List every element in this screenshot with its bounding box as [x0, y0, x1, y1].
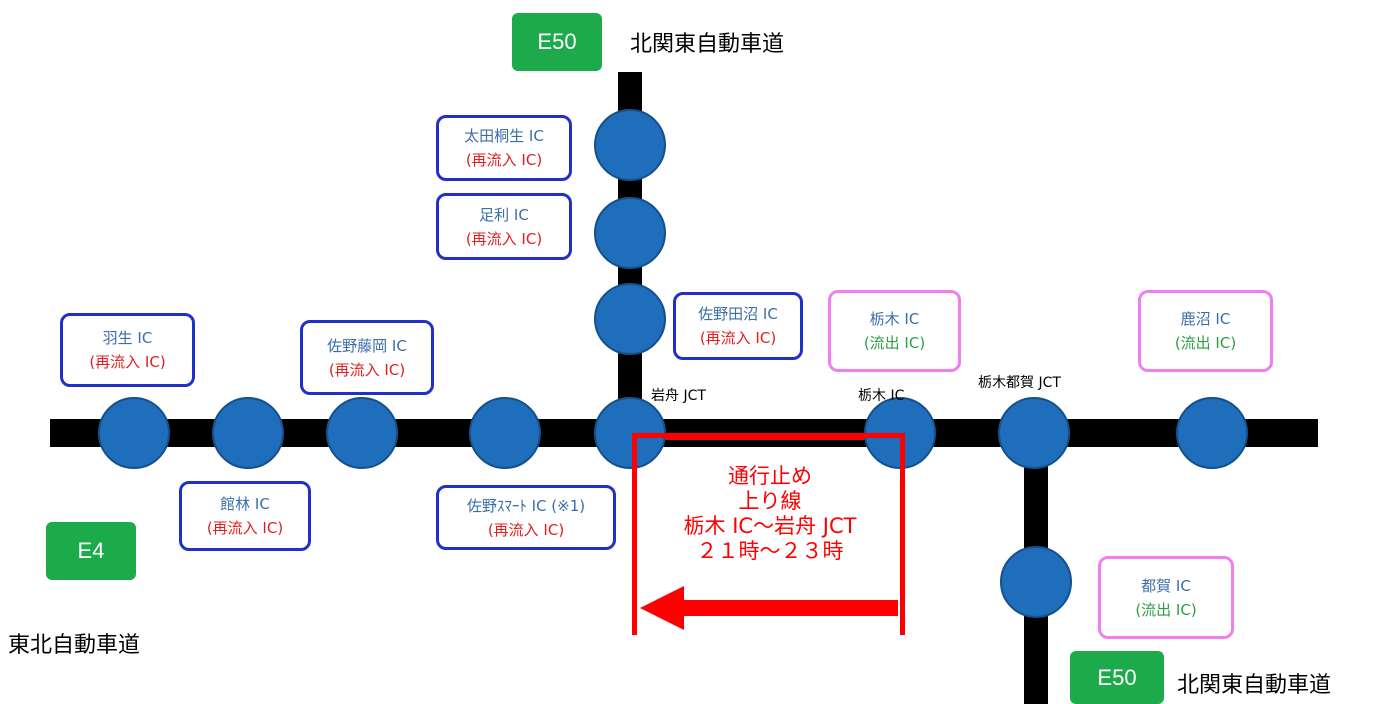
- ic-name: 太田桐生 IC: [464, 127, 544, 145]
- label-iwafune-jct: 岩舟 JCT: [651, 388, 706, 404]
- ic-box-kanuma: 鹿沼 IC (流出 IC): [1138, 290, 1273, 372]
- ic-status: (再流入 IC): [465, 229, 543, 248]
- node-sano-smart: [469, 397, 541, 469]
- ic-name: 佐野藤岡 IC: [327, 336, 407, 355]
- ic-box-tatebayashi: 館林 IC (再流入 IC): [179, 481, 311, 551]
- closure-notice: 通行止め 上り線 栃木 IC～岩舟 JCT ２１時～２３時: [640, 464, 900, 564]
- ic-box-sano-tanuma: 佐野田沼 IC (再流入 IC): [673, 292, 803, 360]
- e50-badge-top: E50: [512, 13, 602, 71]
- ic-status: (再流入 IC): [89, 353, 166, 371]
- node-hanyu: [98, 397, 170, 469]
- ic-name: 佐野ｽﾏｰﾄ IC (※1): [466, 496, 586, 515]
- ic-box-hanyu: 羽生 IC (再流入 IC): [60, 313, 195, 387]
- e50-badge-bottom: E50: [1070, 651, 1164, 704]
- node-tatebayashi: [212, 397, 284, 469]
- ic-status: (再流入 IC): [206, 519, 284, 537]
- closure-direction: 上り線: [738, 489, 802, 513]
- kitakanto-name-top: 北関東自動車道: [630, 32, 785, 57]
- closure-time: ２１時～２３時: [696, 539, 844, 563]
- westbound-arrow-icon: [640, 586, 898, 630]
- closure-title: 通行止め: [728, 464, 812, 488]
- node-sano-tanuma: [594, 283, 666, 355]
- closure-area-outline: [632, 433, 905, 635]
- ic-box-ashikaga: 足利 IC (再流入 IC): [436, 193, 572, 260]
- ic-status: (再流入 IC): [465, 151, 543, 169]
- ic-box-ota-kiryu: 太田桐生 IC (再流入 IC): [436, 115, 572, 181]
- node-sano-fujioka: [326, 397, 398, 469]
- ic-status: (再流入 IC): [328, 360, 406, 379]
- node-ota-kiryu: [594, 109, 666, 181]
- ic-name: 佐野田沼 IC: [698, 305, 778, 323]
- ic-box-sano-smart: 佐野ｽﾏｰﾄ IC (※1) (再流入 IC): [436, 485, 616, 550]
- node-tochigi-tsuga-jct: [998, 397, 1070, 469]
- ic-box-sano-fujioka: 佐野藤岡 IC (再流入 IC): [300, 320, 434, 395]
- ic-box-tsuga: 都賀 IC (流出 IC): [1098, 556, 1234, 639]
- tohoku-name: 東北自動車道: [8, 633, 141, 658]
- ic-name: 都賀 IC: [1141, 576, 1191, 595]
- ic-status: (再流入 IC): [699, 329, 777, 347]
- ic-name: 足利 IC: [479, 205, 529, 224]
- closure-section: 栃木 IC～岩舟 JCT: [683, 514, 857, 538]
- ic-status: (再流入 IC): [487, 520, 565, 539]
- node-ashikaga: [594, 197, 666, 269]
- e4-badge: E4: [46, 522, 136, 580]
- ic-status: (流出 IC): [1135, 600, 1197, 619]
- label-tochigi-ic: 栃木 IC: [858, 388, 905, 404]
- ic-name: 栃木 IC: [869, 310, 920, 328]
- ic-box-tochigi: 栃木 IC (流出 IC): [828, 290, 961, 372]
- node-tsuga: [1000, 546, 1072, 618]
- ic-status: (流出 IC): [863, 334, 926, 352]
- ic-name: 羽生 IC: [102, 329, 153, 347]
- node-kanuma: [1176, 397, 1248, 469]
- ic-name: 館林 IC: [220, 495, 270, 513]
- kitakanto-name-bottom: 北関東自動車道: [1177, 673, 1332, 698]
- ic-status: (流出 IC): [1174, 334, 1237, 352]
- label-tochigi-tsuga-jct: 栃木都賀 JCT: [978, 375, 1061, 391]
- ic-name: 鹿沼 IC: [1180, 310, 1231, 328]
